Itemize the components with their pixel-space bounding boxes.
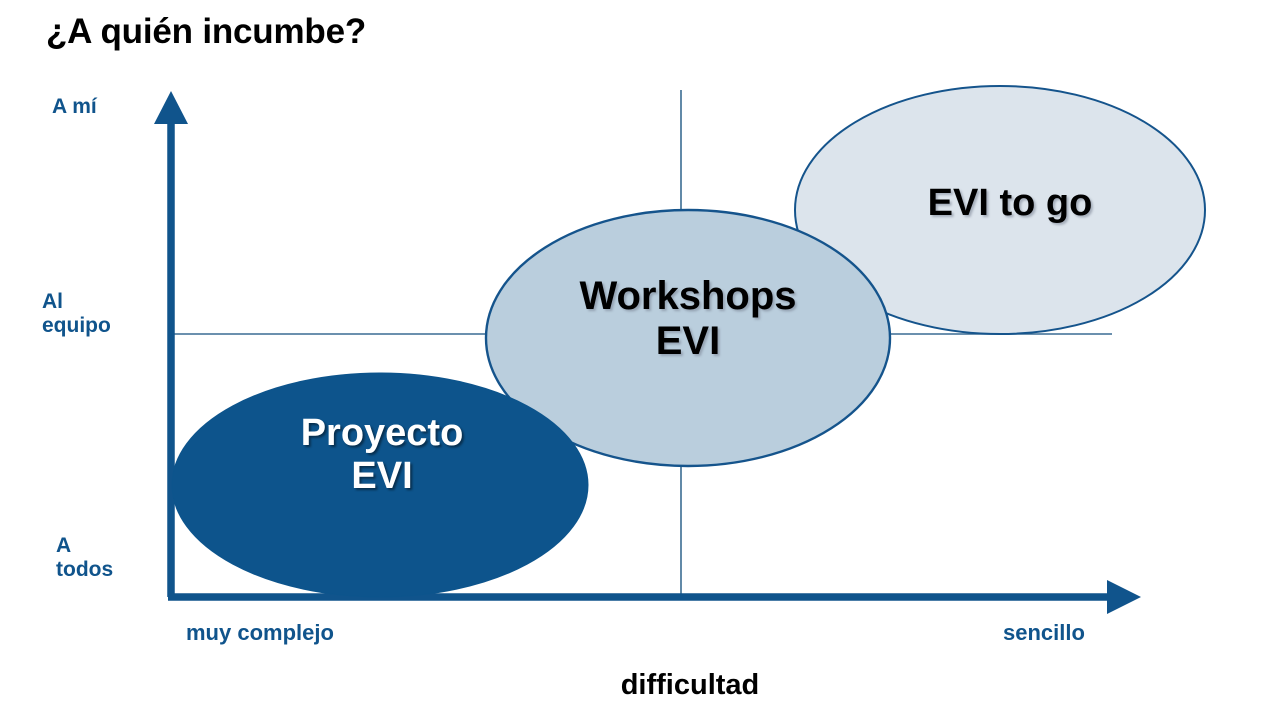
x-axis-tick-sencillo: sencillo <box>1003 620 1085 645</box>
y-axis-tick-a-todos: A todos <box>56 534 114 581</box>
bubble-evi-to-go[interactable] <box>794 85 1206 335</box>
y-axis-tick-al-equipo: Al equipo <box>42 290 111 337</box>
x-axis-tick-muy-complejo: muy complejo <box>186 620 334 645</box>
page-title: ¿A quién incumbe? <box>46 12 367 51</box>
x-axis <box>168 580 1141 614</box>
bubble-proyecto-evi[interactable] <box>171 372 589 598</box>
y-axis-tick-a-mi: A mí <box>52 95 97 118</box>
y-axis <box>154 91 188 597</box>
x-axis-title: difficultad <box>620 669 760 701</box>
bubble-workshops-evi[interactable] <box>484 208 892 468</box>
